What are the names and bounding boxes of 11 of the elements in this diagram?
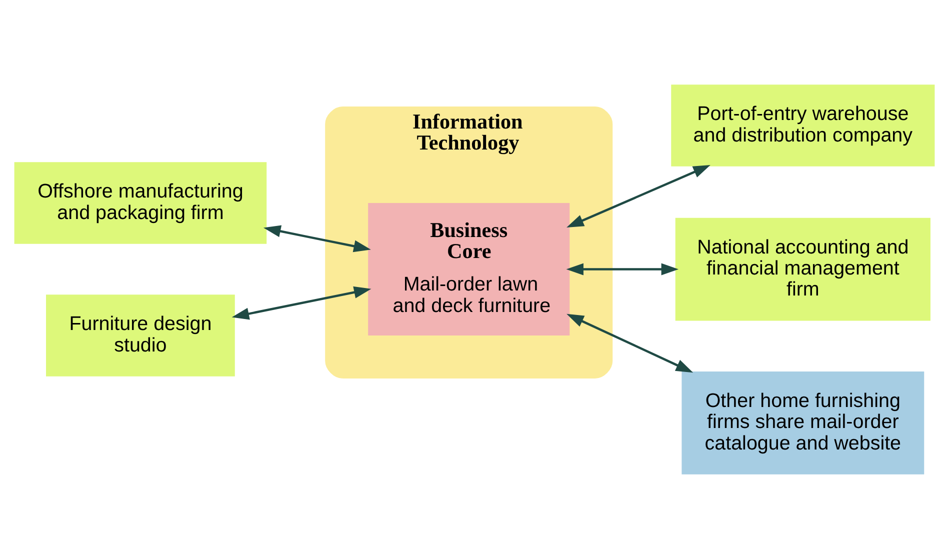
arrow: [566, 313, 694, 372]
arrow: [566, 262, 679, 275]
node-box: Business Core Mail-order lawn and deck furniture: [368, 202, 570, 336]
node-box: Port-of-entry warehouse and distribution company: [671, 84, 935, 166]
arrow: [232, 286, 372, 320]
arrow: [566, 164, 710, 228]
node-box: National accounting and financial management firm: [675, 217, 930, 320]
node-box: Furniture design studio: [46, 294, 235, 376]
arrow: [263, 224, 371, 252]
node-box: Other home furnishing firms share mail-order catalogue and website: [682, 370, 924, 474]
node-box: Offshore manufacturing and packaging firm: [14, 162, 267, 244]
